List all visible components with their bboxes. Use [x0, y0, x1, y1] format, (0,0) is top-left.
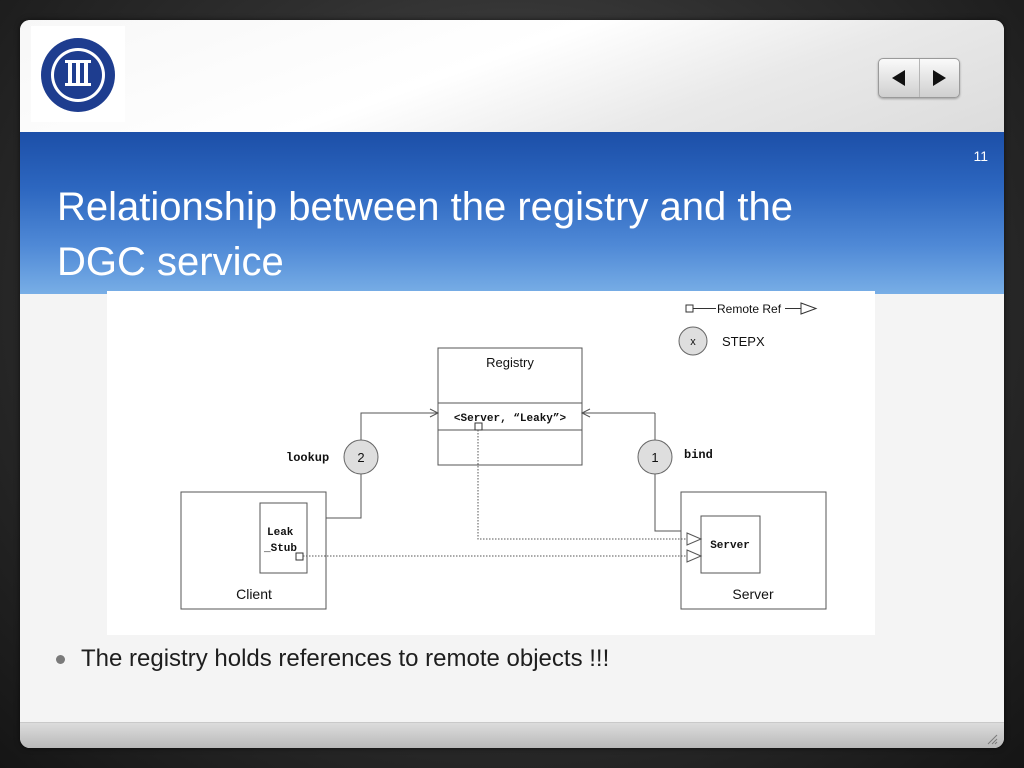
slide-title-line-2: DGC service — [57, 240, 284, 284]
step-2-number: 2 — [357, 450, 364, 465]
client-box: Client Leak _Stub — [180, 491, 327, 610]
step-1-number: 1 — [651, 450, 658, 465]
resize-grip-icon[interactable] — [986, 733, 998, 745]
bind-arrowhead — [580, 408, 591, 418]
triangle-right-icon — [933, 70, 947, 86]
slide-title-line-1: Relationship between the registry and th… — [57, 185, 794, 229]
server-box: Server Server — [680, 491, 827, 610]
legend-step-label: STEPX — [722, 334, 765, 349]
registry-to-server-ref-line — [477, 430, 687, 540]
bullet-item: The registry holds references to remote … — [56, 644, 609, 674]
next-slide-button[interactable] — [918, 59, 960, 97]
client-label: Client — [236, 586, 272, 602]
server-object-label: Server — [710, 540, 750, 552]
diagram-canvas: Remote Ref x STEPX Registry <Server, “Le… — [180, 302, 827, 610]
bullet-dot-icon — [56, 654, 65, 664]
leak-stub-line-2: _Stub — [263, 543, 297, 555]
previous-slide-button[interactable] — [879, 59, 919, 97]
registry-label: Registry — [486, 355, 534, 370]
registry-dgc-diagram: Remote Ref x STEPX Registry <Server, “Le… — [107, 291, 875, 635]
bullet-text: The registry holds references to remote … — [81, 645, 610, 672]
legend-step-circle — [678, 326, 708, 356]
legend-ref-arrowhead — [800, 302, 818, 315]
remote-references — [303, 430, 703, 563]
university-seal-icon — [41, 38, 115, 112]
university-logo — [31, 26, 125, 122]
legend-remote-ref: Remote Ref — [717, 302, 782, 316]
step-2-label: lookup — [286, 451, 329, 465]
slide: 11 Relationship between the registry and… — [20, 20, 1004, 748]
server-box-label: Server — [732, 586, 774, 602]
slide-navigation — [878, 58, 960, 98]
registry-box: Registry <Server, “Leaky”> — [437, 347, 583, 466]
step-1-circle — [637, 439, 673, 475]
step-1-label: bind — [684, 448, 713, 462]
leak-stub-line-1: Leak — [267, 527, 294, 539]
title-band: 11 Relationship between the registry and… — [20, 132, 1004, 294]
stub-ref-square — [295, 552, 304, 561]
leak-stub-box — [259, 502, 308, 574]
slide-number: 11 — [973, 148, 988, 164]
step-2-circle — [343, 439, 379, 475]
server-object-box — [700, 515, 761, 574]
registry-frame — [437, 347, 583, 466]
stub-to-server-arrowhead — [686, 549, 703, 563]
lookup-arrowhead — [429, 408, 440, 418]
registry-to-server-arrowhead — [686, 532, 703, 546]
triangle-left-icon — [891, 70, 905, 86]
legend-step-symbol: x — [690, 336, 696, 348]
registry-ref-square — [474, 422, 483, 431]
legend-ref-square — [685, 304, 694, 313]
legend: Remote Ref x STEPX — [678, 302, 818, 356]
slide-header — [20, 20, 1004, 132]
slide-footer-bar — [20, 722, 1004, 748]
slide-title: Relationship between the registry and th… — [57, 180, 877, 290]
registry-entry: <Server, “Leaky”> — [454, 413, 567, 425]
